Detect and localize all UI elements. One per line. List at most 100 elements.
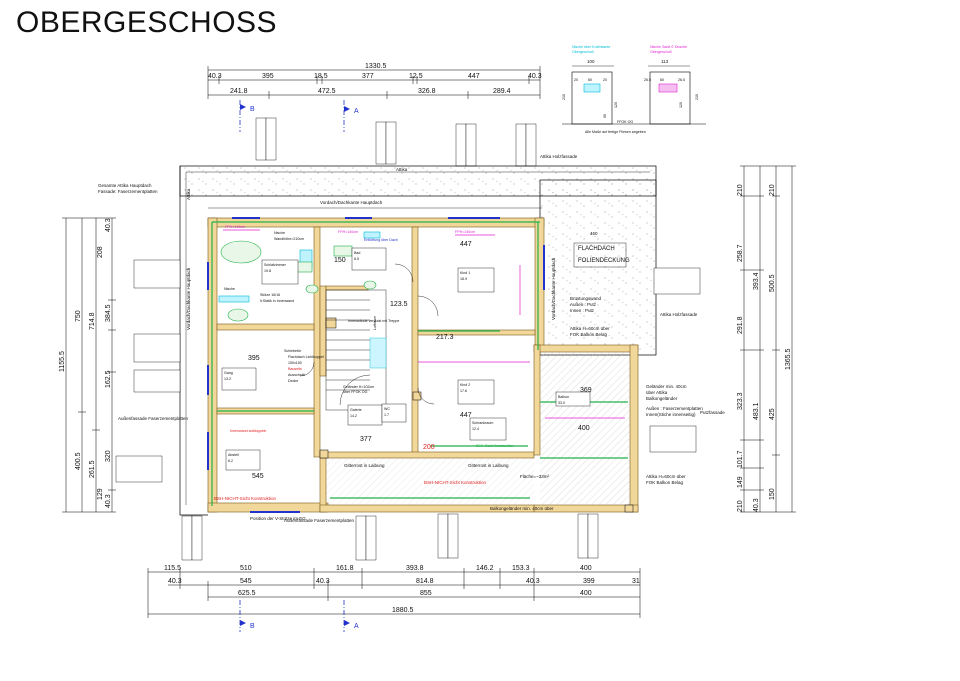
label-position-eg: Position der V-Stütze im EG: [250, 516, 306, 521]
legend-h-outer-2: 210: [695, 94, 699, 100]
dim-label-54: 17.6: [460, 389, 467, 393]
dim-label-59: WC: [384, 407, 390, 411]
label-balkon-gelaender: Balkongeländer min. 40cm über: [490, 506, 554, 511]
dim-label-28: 472.5: [318, 88, 336, 95]
label-bsh-1: BSH-NICHT-Sicht Konstruktion: [214, 496, 277, 501]
dims-bottom: [147, 568, 641, 618]
label-attika-left: Attika: [186, 188, 191, 200]
dims-top: [207, 66, 541, 99]
dim-label-121: 161.8: [336, 565, 354, 572]
dim-label-57: Galerie: [350, 408, 362, 412]
dim-label-148: 40.3: [105, 494, 112, 508]
label-gitterrost-2: Gitterrost in Laibung: [468, 463, 509, 468]
dim-label-123: 146.2: [476, 565, 494, 572]
legend-width-2: 113: [661, 59, 669, 64]
label-luftraum: Luftraum: [373, 316, 377, 330]
legend-sub2-a: 26.5: [644, 78, 651, 82]
dim-label-82: lt.Statik in Innenwand: [260, 299, 294, 303]
dim-label-144: 40.3: [105, 218, 112, 232]
dim-label-23: 377: [362, 73, 374, 80]
dim-label-128: 40.3: [316, 578, 330, 585]
dim-label-161: 210: [769, 184, 776, 196]
legend-h-low-1: 90: [603, 114, 607, 118]
label-vordach-top: Vordach/Dachkante Hauptdach: [320, 200, 383, 205]
dim-label-151: 210: [737, 184, 744, 196]
dim-label-105: FOK Balkon Belag: [570, 332, 608, 337]
legend-magenta-title: Nische Sanit.© Dusche: [650, 45, 687, 49]
legend-magenta-sub: Obergeschoß: [650, 50, 673, 54]
label-fassade: Fassade: Faserzementplatten: [98, 189, 158, 194]
dim-label-31: B: [250, 106, 255, 113]
dim-label-24: 12.5: [409, 73, 423, 80]
dim-label-138: A: [354, 623, 359, 630]
dim-label-143: 261.5: [89, 460, 96, 478]
dim-label-69: 150x150: [288, 361, 302, 365]
dim-label-119: 115.5: [164, 565, 181, 572]
dim-label-107: über Attika: [646, 390, 668, 395]
label-gesamte-attika: Gesamte Attika Hauptdach: [98, 183, 152, 188]
dim-label-125: 400: [580, 565, 592, 572]
dim-label-134: 855: [420, 590, 432, 597]
dim-label-32: A: [354, 108, 359, 115]
dim-label-160: 40.3: [753, 498, 760, 512]
legend-note: Alle Maße auf fertige Fliesen angeben: [585, 130, 646, 134]
dim-label-153: 291.8: [737, 316, 744, 334]
dim-460: 460: [590, 231, 598, 236]
dim-217: 217.3: [436, 334, 454, 341]
label-attika-holz-2: Attika Holzfassade: [660, 312, 698, 317]
dim-label-102: Außen : Putz: [570, 302, 597, 307]
label-flachdach: FLACHDACH: [578, 246, 615, 252]
dims-left: [62, 217, 116, 513]
dim-label-60: 1.7: [384, 413, 389, 417]
label-nische-1: Nische: [274, 231, 285, 235]
section-marker-b-top: B: [239, 100, 255, 132]
label-flaeche: Fläche=~33m²: [520, 474, 550, 479]
legend-h-inner-1: 120: [614, 102, 618, 108]
columns: [319, 317, 634, 513]
label-attika-holz: Attika Holzfassade: [540, 154, 578, 159]
legend-width-1: 100: [587, 59, 595, 64]
label-bsh-3: BSH-Sicht Konstruktion: [476, 444, 514, 448]
dim-label-29: 326.8: [418, 88, 436, 95]
dim-label-133: 625.5: [238, 590, 256, 597]
dim-label-109: Außen : Faserzementplatten: [646, 406, 703, 411]
dim-label-141: 400.5: [75, 452, 82, 470]
dim-label-52: 18.9: [460, 277, 467, 281]
gallery-hatch: [326, 458, 534, 505]
label-aussenfassade-1: Außenfassade Faserzementplatten: [118, 416, 189, 421]
dim-label-26: 40.3: [528, 73, 542, 80]
dim-label-74: über FFOK OG: [343, 390, 368, 394]
dim-label-158: 393.4: [753, 272, 760, 290]
dim-label-20: 40.3: [208, 73, 222, 80]
dim-label-131: 399: [583, 578, 595, 585]
construction-lines-green: [211, 221, 628, 506]
label-attika-h-1: Attika H=60cm über: [570, 326, 610, 331]
roof-attika: [179, 165, 657, 516]
dim-label-149: 208: [97, 246, 104, 258]
dim-label-56: 13.2: [224, 377, 231, 381]
dim-label-147: 320: [105, 450, 112, 462]
dim-label-71: Ausschnitt: [288, 373, 305, 377]
label-aussenfassade-2: Außenfassade Faserzementplatten: [284, 518, 355, 523]
dim-label-21: 395: [262, 73, 274, 80]
dim-200: 200: [423, 444, 435, 451]
label-treppe: Innenwände verputzt mit Treppe: [348, 319, 399, 323]
section-marker-a-top: A: [343, 100, 359, 132]
label-fph-2: FPH=140cm: [455, 230, 475, 234]
dim-label-163: 425: [769, 408, 776, 420]
dim-label-150: 129: [97, 488, 104, 500]
dim-label-162: 500.5: [769, 274, 776, 292]
dim-label-110: Innen(Stiche innenseitig): [646, 412, 696, 417]
dims-right: [740, 165, 796, 513]
dim-395: 395: [248, 355, 260, 362]
legend-cyan-sub: Obergeschoß: [572, 50, 595, 54]
legend-ffok: FFOK OG: [617, 120, 633, 124]
dim-label-155: 101.7: [737, 450, 744, 468]
dim-label-103: Innen : Putz: [570, 308, 595, 313]
dim-label-50: 8.5: [354, 257, 359, 261]
dim-label-27: 241.8: [230, 88, 248, 95]
dim-label-62: 6.2: [228, 459, 233, 463]
legend-h-inner-2: 120: [679, 102, 683, 108]
dim-label-53: Kind 2: [460, 383, 470, 387]
dim-123: 123.5: [390, 301, 408, 308]
